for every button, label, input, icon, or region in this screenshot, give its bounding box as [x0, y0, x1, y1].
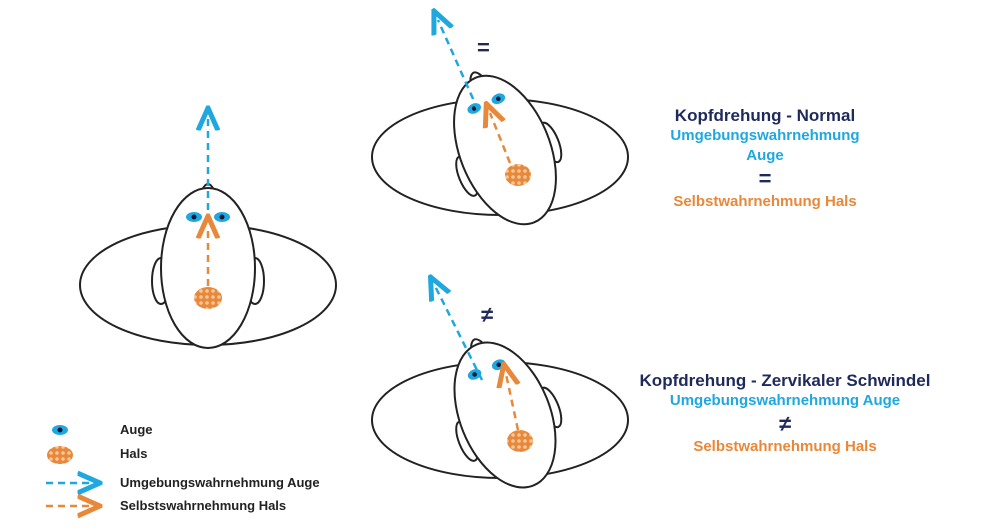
self-perception-arrow-icon: [506, 374, 518, 431]
neck-icon: [194, 287, 222, 309]
neck-icon: [507, 430, 533, 452]
caption-title: Kopfdrehung - Zervikaler Schwindel: [639, 371, 931, 390]
legend-self-perception-label: Selbstswahrnehmung Hals: [120, 498, 287, 513]
caption-normal: Kopfdrehung - Normal Umgebungswahrnehmun…: [650, 106, 880, 212]
caption-title: Kopfdrehung - Normal: [674, 106, 856, 125]
caption-symbol: ≠: [778, 411, 792, 436]
figure-not-equal-symbol: ≠: [481, 302, 494, 327]
caption-eye-line: Umgebungswahrnehmung Auge: [669, 392, 901, 409]
caption-symbol: =: [758, 166, 772, 191]
neck-icon: [47, 446, 73, 464]
legend-neck-label: Hals: [120, 446, 148, 461]
caption-neck-line: Selbstwahrnehmung Hals: [693, 438, 877, 455]
head: [453, 341, 557, 489]
head-rotated-cervical: [371, 286, 629, 489]
eye-icon: [52, 425, 68, 435]
eye-perception-arrow-icon: [435, 286, 484, 381]
caption-neck-line: Selbstwahrnehmung Hals: [673, 193, 857, 210]
figure-equal-symbol: =: [477, 35, 490, 60]
caption-eye-line: Umgebungswahrnehmung Auge: [670, 127, 860, 164]
legend-eye-label: Auge: [120, 422, 153, 437]
legend: Auge Hals Umgebungswahrnehmung Auge Selb…: [40, 418, 360, 518]
legend-eye-perception-label: Umgebungswahrnehmung Auge: [120, 475, 320, 490]
neck-icon: [505, 164, 531, 186]
self-perception-arrow-icon: [490, 113, 512, 164]
head-neutral: [79, 118, 337, 349]
head-rotated-normal: [371, 20, 629, 226]
caption-cervical: Kopfdrehung - Zervikaler Schwindel Umgeb…: [620, 371, 950, 457]
legend-graphics: [46, 425, 90, 506]
eye-perception-arrow-icon: [438, 20, 480, 111]
